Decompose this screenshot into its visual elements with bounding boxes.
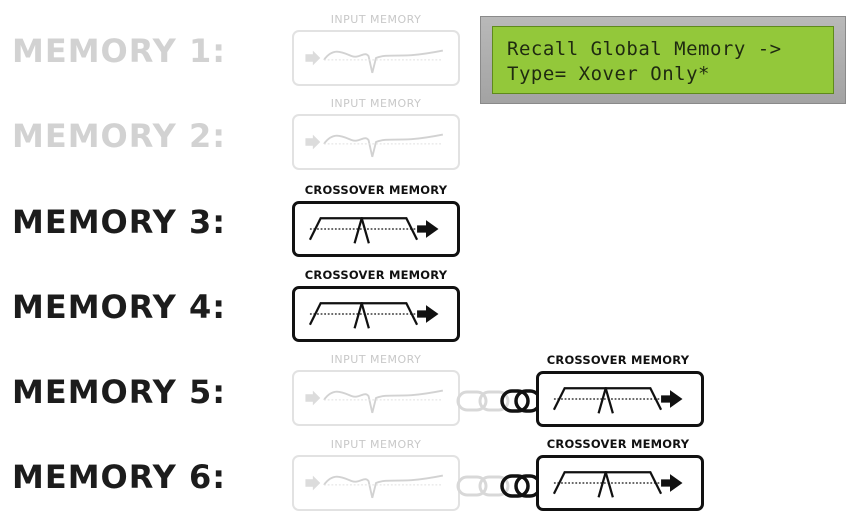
memory-5-input-caption: INPUT MEMORY bbox=[330, 353, 422, 366]
memory-5-input-slot[interactable] bbox=[292, 370, 460, 426]
arrow-right-icon bbox=[305, 134, 321, 150]
memory-4-crossover-caption: CROSSOVER MEMORY bbox=[304, 268, 448, 282]
lcd-line-1: Recall Global Memory -> bbox=[507, 38, 782, 60]
arrow-right-icon bbox=[417, 220, 439, 238]
arrow-right-icon bbox=[305, 50, 321, 66]
crossover-curve-icon bbox=[552, 387, 683, 414]
memory-4-crossover-slot[interactable] bbox=[292, 286, 460, 342]
crossover-curve-icon bbox=[308, 302, 439, 329]
arrow-right-icon bbox=[417, 305, 439, 323]
memory-1-input-caption: INPUT MEMORY bbox=[330, 13, 422, 26]
memory-4-label: MEMORY 4: bbox=[12, 288, 227, 326]
arrow-right-icon bbox=[305, 475, 321, 491]
memory-3-label: MEMORY 3: bbox=[12, 203, 227, 241]
memory-3-crossover-caption: CROSSOVER MEMORY bbox=[304, 183, 448, 197]
memory-2-input-caption: INPUT MEMORY bbox=[330, 97, 422, 110]
eq-curve-icon bbox=[305, 474, 444, 499]
memory-6-crossover-caption: CROSSOVER MEMORY bbox=[546, 437, 690, 451]
chain-link-icon bbox=[456, 389, 542, 413]
memory-5-crossover-slot[interactable] bbox=[536, 371, 704, 427]
memory-6-label: MEMORY 6: bbox=[12, 458, 227, 496]
memory-6-input-slot[interactable] bbox=[292, 455, 460, 511]
arrow-right-icon bbox=[661, 390, 683, 408]
lcd-display: Recall Global Memory -> Type= Xover Only… bbox=[480, 16, 846, 104]
memory-2-input-slot[interactable] bbox=[292, 114, 460, 170]
memory-2-label: MEMORY 2: bbox=[12, 117, 227, 155]
eq-curve-icon bbox=[305, 133, 444, 158]
arrow-right-icon bbox=[661, 474, 683, 492]
memory-6-crossover-slot[interactable] bbox=[536, 455, 704, 511]
memory-5-label: MEMORY 5: bbox=[12, 373, 227, 411]
memory-1-label: MEMORY 1: bbox=[12, 32, 227, 70]
lcd-line-2: Type= Xover Only* bbox=[507, 63, 710, 85]
eq-curve-icon bbox=[305, 389, 444, 414]
arrow-right-icon bbox=[305, 390, 321, 406]
memory-5-crossover-caption: CROSSOVER MEMORY bbox=[546, 353, 690, 367]
lcd-screen: Recall Global Memory -> Type= Xover Only… bbox=[492, 26, 834, 94]
crossover-curve-icon bbox=[552, 471, 683, 498]
chain-link-icon bbox=[456, 474, 542, 498]
memory-3-crossover-slot[interactable] bbox=[292, 201, 460, 257]
memory-1-input-slot[interactable] bbox=[292, 30, 460, 86]
eq-curve-icon bbox=[305, 49, 444, 74]
crossover-curve-icon bbox=[308, 217, 439, 244]
memory-6-input-caption: INPUT MEMORY bbox=[330, 438, 422, 451]
